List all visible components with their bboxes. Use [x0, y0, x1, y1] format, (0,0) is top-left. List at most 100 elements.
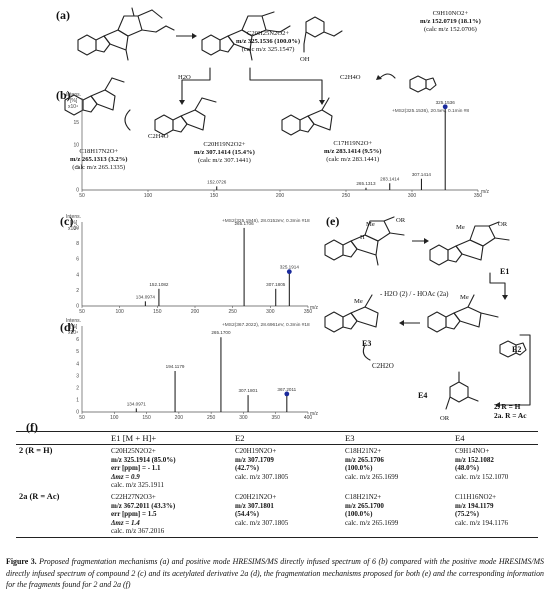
fragment-283-structure: [281, 97, 333, 136]
structure-e2: [427, 294, 499, 333]
peak-label: 152.0726: [207, 179, 227, 184]
loss-label: - H2O (2) / - HOAc (2a): [380, 290, 449, 298]
y-tick-label: 10: [73, 225, 79, 231]
x-tick-label: 300: [266, 309, 275, 315]
table-row: 2a (R = Ac) C22H27N2O3+ m/z 367.2011 (43…: [16, 491, 538, 539]
table-row: 2 (R = H) C20H25N2O2+ m/z 325.1914 (85.0…: [16, 445, 538, 492]
cell-line: calc. m/z 367.2016: [111, 527, 165, 536]
y-tick-label: 5: [76, 349, 79, 355]
x-tick-label: 50: [79, 309, 85, 315]
e3-label: E3: [362, 339, 372, 348]
x-tick-label: 200: [276, 193, 285, 199]
spectrum-c-unit: [%]: [70, 220, 78, 226]
cell-line: m/z 265.1706: [345, 455, 384, 464]
panel-label-e: (e): [326, 214, 340, 228]
e1-cell: C22H27N2O3+ m/z 367.2011 (43.3%) err [pp…: [108, 491, 232, 539]
e-me-label-3: Me: [460, 294, 469, 301]
peak-label: 194.1179: [166, 364, 185, 369]
peak-label: 152.1082: [149, 282, 169, 287]
spectrum-c-header: +MS2(325.1946), 28.0152eV, 0.3min #18: [222, 218, 310, 224]
f265-mz: m/z 265.1313 (3.2%): [70, 156, 128, 163]
table-header-row: E1 [M + H]+ E2 E3 E4: [16, 430, 538, 446]
y-tick-label: 6: [76, 257, 79, 263]
f307-mz: m/z 307.1414 (15.4%): [194, 149, 255, 156]
r-ac-label: 2a. R = Ac: [494, 411, 527, 420]
y-tick-label: 5: [76, 165, 79, 171]
cell-line: calc. m/z 265.1699: [345, 472, 399, 481]
cell-line: C18H21N2+: [345, 493, 382, 502]
f265-formula: C18H17N2O+: [79, 148, 119, 155]
fragment-calc: (calc m/z 152.0706): [423, 26, 477, 33]
cell-line: Δmz = 0.9: [111, 472, 140, 481]
e-or-label-1: OR: [396, 217, 406, 224]
cell-line: C20H25N2O2+: [111, 447, 156, 456]
x-tick-label: 150: [153, 309, 162, 315]
y-tick-label: 6: [76, 337, 79, 343]
cell-line: (48.0%): [455, 464, 479, 473]
y-tick-label: 10: [73, 143, 79, 149]
cell-line: C18H21N2+: [345, 447, 382, 456]
cell-line: calc. m/z 325.1911: [111, 481, 165, 490]
cell-line: C11H16NO2+: [455, 493, 497, 502]
caption-label: Figure 3.: [6, 557, 37, 566]
cell-line: Δmz = 1.4: [111, 518, 140, 527]
spectrum-d-scale: x10⁴: [68, 330, 78, 336]
f283-formula: C17H19N2O+: [333, 140, 373, 147]
e-or-label-2: OR: [498, 221, 508, 228]
peak-label: 283.1414: [380, 176, 400, 181]
structure-e1: [429, 221, 510, 266]
x-tick-label: 100: [115, 309, 124, 315]
peak-label: 307.1805: [266, 282, 286, 287]
y-tick-label: 0: [76, 188, 79, 194]
peak-label: 307.1414: [412, 172, 432, 177]
e4-cell: C9H14NO+ m/z 152.1082 (48.0%) calc. m/z …: [452, 445, 538, 492]
spectrum-b: +MS2(325.1536), 20.5eV, 0.1min #8 Intens…: [66, 92, 490, 199]
table-header-cell: E2: [232, 430, 342, 446]
structure-2-parent: [324, 216, 405, 266]
y-tick-label: 2: [76, 288, 79, 294]
x-tick-label: 350: [474, 193, 483, 199]
spectrum-c-xlabel: m/z: [310, 305, 319, 311]
cell-line: err [ppm] = 1.5: [111, 510, 157, 519]
f283-mz: m/z 283.1414 (9.5%): [324, 148, 382, 155]
fragment-table: E1 [M + H]+ E2 E3 E4 2 (R = H) C20H25N2O…: [16, 430, 538, 539]
spectrum-d-unit: [%]: [70, 324, 78, 330]
e4-label: E4: [418, 391, 428, 400]
cell-line: err [ppm] = - 1.1: [111, 464, 161, 473]
scheme-b-structures: [64, 67, 437, 136]
row-label: 2a (R = Ac): [16, 491, 108, 539]
e2-label: E2: [512, 345, 522, 354]
peak-label: 307.1801: [238, 388, 258, 393]
spectrum-c-scale: x10⁴: [68, 226, 78, 232]
c2h4o-loss-left-label: C2H4O: [148, 133, 169, 140]
y-tick-label: 4: [76, 272, 79, 278]
structure-e3: [324, 294, 379, 333]
fragment-oh-label: OH: [300, 56, 310, 63]
e4-cell: C11H16NO2+ m/z 194.1179 (75.2%) calc. m/…: [452, 491, 538, 539]
precursor-marker: [284, 391, 290, 397]
e4-or-label: OR: [440, 415, 450, 422]
e2-cell: C20H19N2O+ m/z 307.1709 (42.7%) calc. m/…: [232, 445, 342, 492]
x-tick-label: 250: [228, 309, 237, 315]
spectrum-d-intens: Intens.: [66, 318, 81, 324]
x-tick-label: 350: [272, 415, 281, 421]
e-me-label-1: Me: [366, 221, 375, 228]
cell-line: m/z 307.1709: [235, 455, 274, 464]
panel-label-d: (d): [60, 320, 75, 334]
figure-caption: Figure 3. Proposed fragmentation mechani…: [6, 556, 544, 591]
panel-label-f: (f): [26, 420, 38, 434]
x-tick-label: 50: [79, 193, 85, 199]
pyridinium-fragment-structure: [303, 16, 343, 53]
precursor-marker: [286, 269, 292, 275]
precursor-marker: [442, 104, 448, 110]
spectrum-c-intens: Intens.: [66, 214, 81, 220]
spectrum-b-xlabel: m/z: [481, 189, 490, 195]
ion-calc: (calc m/z 325.1547): [241, 46, 295, 53]
y-tick-label: 3: [76, 373, 79, 379]
spectrum-d-header: +MS2(367.2022), 28.6961eV, 0.3min #18: [222, 322, 310, 328]
spectrum-c: +MS2(325.1946), 28.0152eV, 0.3min #18 In…: [66, 214, 319, 315]
peak-label: 325.1536: [436, 100, 456, 105]
peak-label: 134.0971: [127, 401, 147, 406]
spectrum-b-unit: [%]: [70, 98, 78, 104]
